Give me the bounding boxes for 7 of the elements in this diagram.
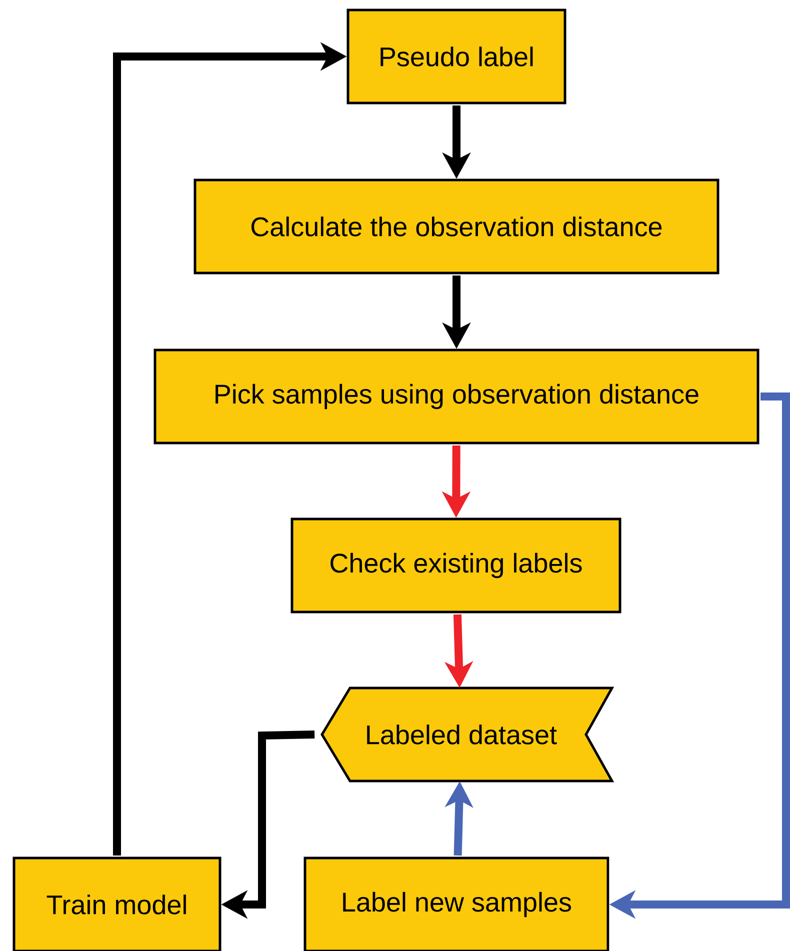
process-box: Calculate the observation distance: [194, 178, 720, 274]
process-box: Pick samples using observation distance: [154, 348, 760, 444]
process-box: Pseudo label: [346, 8, 566, 104]
process-box: Check existing labels: [290, 518, 622, 614]
process-box: Train model: [12, 856, 222, 951]
process-box: Label new samples: [304, 856, 610, 951]
pentagon-node: Labeled dataset: [320, 686, 614, 782]
